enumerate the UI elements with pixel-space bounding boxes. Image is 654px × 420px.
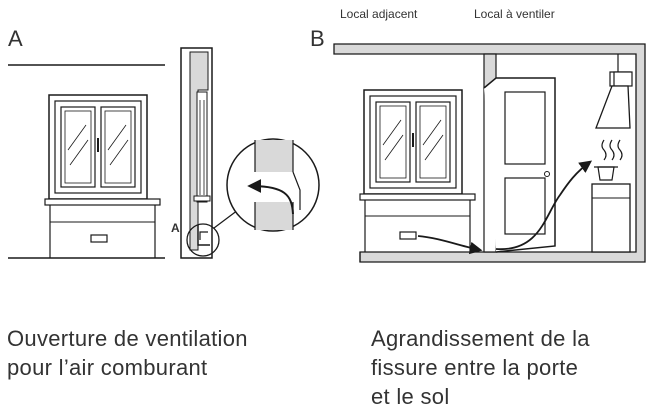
radiator-a (49, 205, 156, 258)
caption-left-line: pour l’air comburant (7, 355, 208, 380)
caption-right: Agrandissement de la fissure entre la po… (371, 324, 651, 411)
caption-right-line: Agrandissement de la (371, 326, 590, 351)
window-b (359, 89, 476, 201)
caption-right-line: fissure entre la porte (371, 355, 579, 380)
room-label-adjacent: Local adjacent (340, 7, 418, 21)
room-label-ventiler: Local à ventiler (474, 7, 555, 21)
stove (591, 166, 631, 253)
window-a (44, 94, 161, 206)
panel-a-letter: A (8, 26, 23, 51)
detail-leader (213, 209, 239, 229)
door (483, 77, 556, 253)
detail-marker-a: A (171, 221, 180, 235)
detail-circle-small (186, 223, 220, 257)
panel-a: A (8, 26, 320, 259)
airflow-arrow-a (247, 179, 294, 215)
airflow-arrow-window (417, 235, 483, 255)
vent-grille-b (399, 231, 417, 240)
flue-hood (595, 54, 633, 161)
door-knob (544, 171, 550, 177)
wall-section-a (180, 47, 213, 259)
panel-b-letter: B (310, 26, 325, 51)
detail-magnifier (226, 138, 320, 232)
caption-left: Ouverture de ventilation pour l’air comb… (7, 324, 307, 382)
vent-grille-a (90, 234, 108, 243)
panel-b: B Local adjacent Local à ventiler (310, 7, 646, 263)
caption-left-line: Ouverture de ventilation (7, 326, 248, 351)
caption-right-line: et le sol (371, 384, 450, 409)
airflow-arrow-door-gap (495, 160, 593, 250)
